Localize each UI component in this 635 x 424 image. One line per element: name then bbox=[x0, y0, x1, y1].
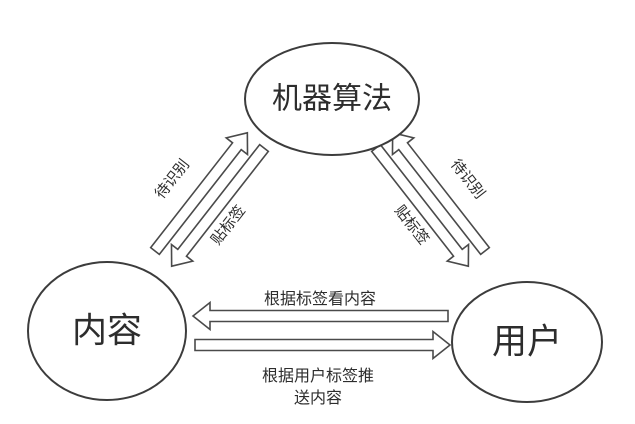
arrow-content-to-user bbox=[194, 329, 452, 361]
label-user-to-algorithm: 待识别 bbox=[447, 156, 488, 202]
arrow-content-to-algorithm bbox=[149, 131, 249, 256]
node-algorithm-shape bbox=[244, 42, 420, 156]
node-content-shape bbox=[27, 261, 187, 401]
label-content-to-algorithm: 待识别 bbox=[152, 156, 193, 202]
arrow-user-to-content bbox=[191, 300, 449, 332]
arrow-algorithm-to-user bbox=[370, 143, 470, 268]
arrow-algorithm-to-content bbox=[170, 143, 270, 268]
label-content-to-user-line1: 根据用户标签推 bbox=[262, 367, 374, 385]
node-user-label: 用户 bbox=[492, 323, 562, 362]
node-user-shape bbox=[451, 281, 603, 403]
label-content-to-user-line2: 送内容 bbox=[294, 389, 342, 407]
arrow-user-to-algorithm bbox=[391, 131, 491, 256]
node-content-label: 内容 bbox=[72, 312, 142, 351]
node-algorithm-label: 机器算法 bbox=[272, 83, 392, 116]
label-user-to-content: 根据标签看内容 bbox=[264, 290, 376, 308]
